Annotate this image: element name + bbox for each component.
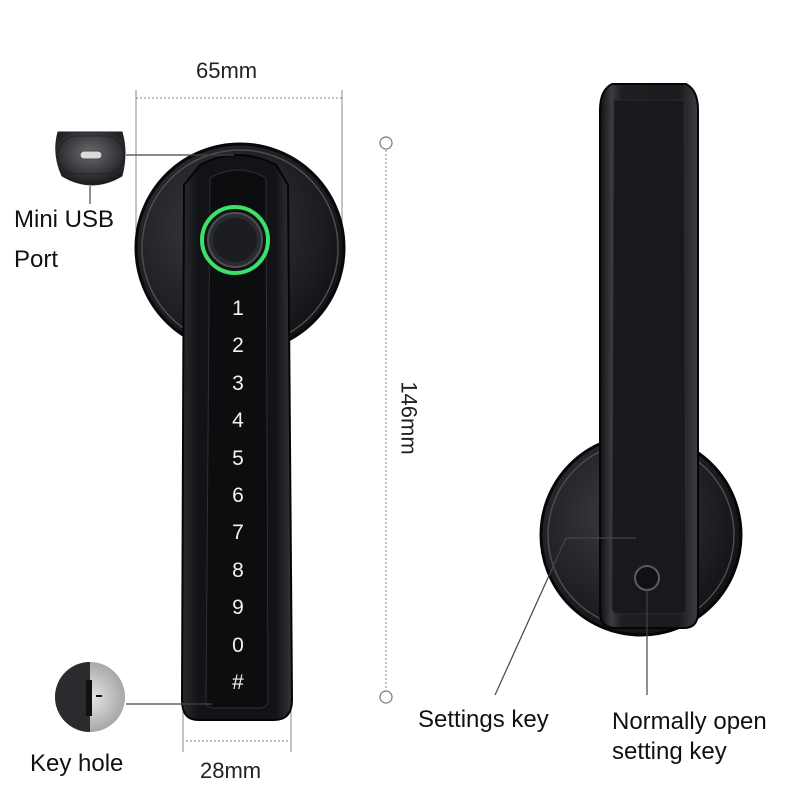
fingerprint-sensor-icon xyxy=(199,204,271,276)
height-dimension-label: 146mm xyxy=(396,381,422,455)
keypad-key: # xyxy=(232,671,244,694)
usb-port-label-line1: Mini USB xyxy=(14,206,115,233)
keypad-key: 1 xyxy=(232,297,244,320)
usb-port-inset xyxy=(55,131,126,186)
normally-open-label-line2: setting key xyxy=(612,738,727,765)
side-view-lock xyxy=(539,83,743,637)
keypad-key: 4 xyxy=(232,409,244,433)
handle-width-dimension-label: 28mm xyxy=(200,758,262,783)
keypad-key: 5 xyxy=(232,446,244,470)
usb-c-port-icon xyxy=(79,150,103,160)
keypad-key: 0 xyxy=(232,633,244,657)
width-dimension-label: 65mm xyxy=(196,58,258,83)
key-hole-inset xyxy=(55,662,125,732)
keypad-key: 7 xyxy=(232,521,244,545)
height-dimension-line xyxy=(379,136,393,704)
keypad-key: 3 xyxy=(232,371,244,395)
normally-open-button-icon xyxy=(634,565,660,591)
usb-port-label-line2: Port xyxy=(14,246,59,273)
keypad-key: 2 xyxy=(232,334,244,358)
keypad-key: 9 xyxy=(232,596,244,620)
settings-key-label: Settings key xyxy=(418,706,549,733)
key-hole-label: Key hole xyxy=(30,750,124,777)
keypad-key: 6 xyxy=(232,484,244,507)
keypad-key: 8 xyxy=(232,558,244,582)
normally-open-label-line1: Normally open xyxy=(612,708,767,735)
settings-key-leader xyxy=(494,537,567,696)
key-hole-slot-icon xyxy=(86,680,92,716)
